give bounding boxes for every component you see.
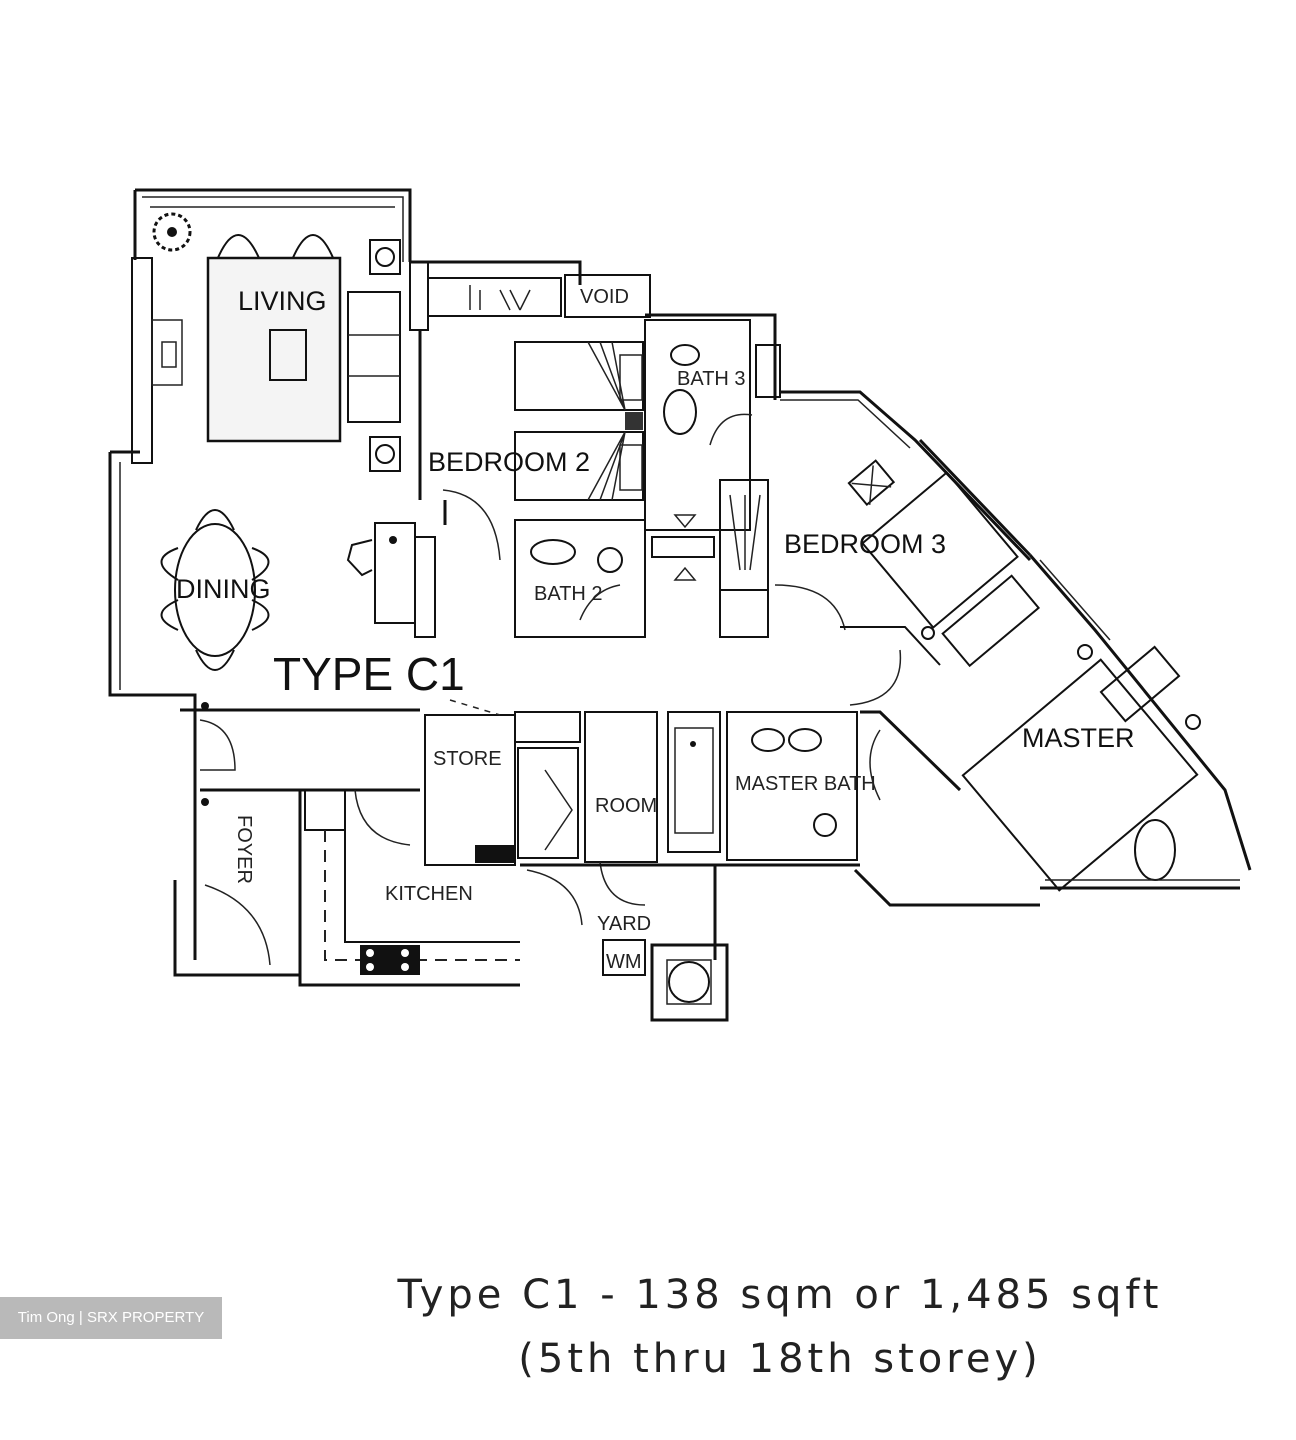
room-label-store: STORE <box>433 748 502 770</box>
watermark: Tim Ong | SRX PROPERTY <box>0 1297 222 1339</box>
room-label-bedroom-3: BEDROOM 3 <box>784 529 946 559</box>
living-rug <box>206 256 342 443</box>
bath-area <box>530 313 781 638</box>
room-label-bath-2: BATH 2 <box>534 583 603 605</box>
caption-area: Type C1 - 138 sqm or 1,485 sqft <box>397 1272 1163 1318</box>
unit-type-label: TYPE C1 <box>273 648 465 700</box>
room-label-living: LIVING <box>238 286 327 316</box>
room-label-dining: DINING <box>176 574 271 604</box>
room-label-foyer: FOYER <box>233 815 255 884</box>
room-label-room: ROOM <box>595 795 657 817</box>
room-label-bedroom-2: BEDROOM 2 <box>428 447 590 477</box>
room-label-bath-3: BATH 3 <box>677 368 746 390</box>
master-area <box>849 554 1252 892</box>
living-area <box>131 188 412 472</box>
room-label-master: MASTER <box>1022 723 1135 753</box>
room-label-kitchen: KITCHEN <box>385 883 473 905</box>
room-label-void: VOID <box>580 286 629 308</box>
plant-icon <box>152 212 192 252</box>
room-label-yard: YARD <box>597 913 651 935</box>
bedroom-3-area <box>774 390 1041 668</box>
washing-machine-label: WM <box>606 951 642 973</box>
caption-storeys: (5th thru 18th storey) <box>518 1336 1042 1382</box>
room-label-master-bath: MASTER BATH <box>735 773 876 795</box>
service-area <box>173 699 1040 1022</box>
dining-area <box>108 450 501 960</box>
bedroom-2-area <box>409 260 651 638</box>
